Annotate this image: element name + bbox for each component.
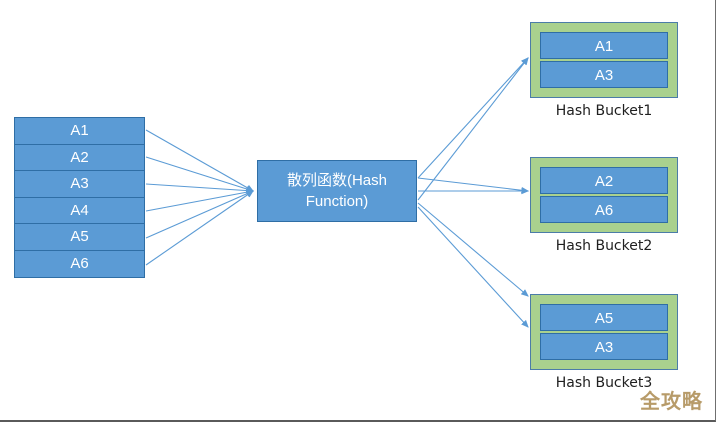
hash-bucket-3: A5 A3 Hash Bucket3 [530,294,678,391]
arrow-a1-to-hash [145,129,254,192]
bucket-caption: Hash Bucket3 [555,375,653,391]
bucket-container[interactable]: A5 A3 [530,294,678,370]
bucket-slot[interactable]: A6 [540,196,668,223]
record-row[interactable]: A6 [15,250,144,277]
watermark: 全攻略 [640,389,703,413]
arrow-a4-to-hash [145,188,255,212]
arrows-hash-to-buckets [417,57,530,328]
hash-function-box[interactable]: 散列函数(Hash Function) [257,160,417,222]
record-row[interactable]: A4 [15,197,144,224]
hash-function-label: 散列函数(Hash Function) [286,172,387,210]
arrow-a5-to-hash [145,190,255,239]
bucket-caption: Hash Bucket2 [555,238,653,254]
bucket-slot[interactable]: A2 [540,167,668,194]
bucket-container[interactable]: A2 A6 [530,157,678,233]
arrow-hash-to-bucket3-b [417,206,529,328]
bucket-slot[interactable]: A5 [540,304,668,331]
arrow-a2-to-hash [145,156,255,193]
arrow-hash-to-bucket1-a [417,57,529,179]
bucket-slot[interactable]: A1 [540,32,668,59]
bucket-slot[interactable]: A3 [540,61,668,88]
record-row[interactable]: A2 [15,144,144,171]
arrows-records-to-hash [145,129,255,266]
bucket-caption: Hash Bucket1 [555,103,653,119]
record-row[interactable]: A1 [15,118,144,145]
arrow-hash-to-bucket1-b [417,57,529,201]
record-row[interactable]: A5 [15,224,144,251]
arrow-a3-to-hash [145,183,255,194]
arrow-hash-to-bucket2-a [417,177,530,194]
arrow-hash-to-bucket3-a [417,202,529,297]
record-row[interactable]: A3 [15,171,144,198]
arrow-a6-to-hash [145,190,254,266]
bucket-slot[interactable]: A3 [540,333,668,360]
bucket-container[interactable]: A1 A3 [530,22,678,98]
record-list: A1 A2 A3 A4 A5 A6 [14,117,145,278]
hash-bucket-2: A2 A6 Hash Bucket2 [530,157,678,254]
hash-bucket-1: A1 A3 Hash Bucket1 [530,22,678,119]
